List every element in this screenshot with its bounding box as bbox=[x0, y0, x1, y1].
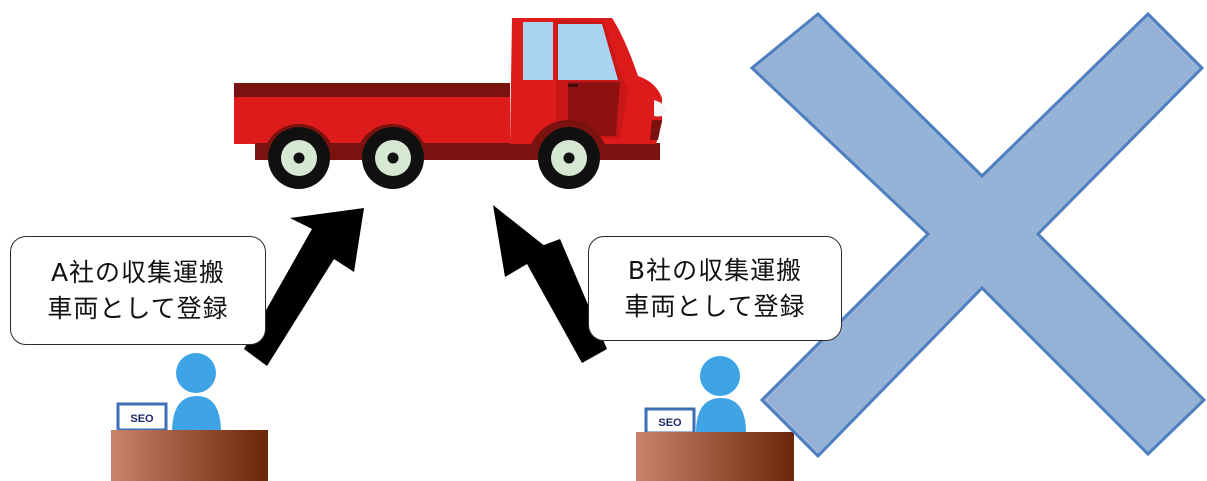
truck-headlight bbox=[654, 100, 667, 117]
truck-front-mask bbox=[650, 120, 662, 140]
label-box-company-a: A社の収集運搬 車両として登録 bbox=[10, 236, 266, 345]
person-a-head bbox=[176, 353, 216, 393]
truck-cargo-bed bbox=[234, 83, 510, 97]
cross-mark-icon bbox=[749, 11, 1207, 459]
monitor-a bbox=[116, 402, 168, 432]
truck-door-handle bbox=[568, 84, 578, 87]
monitor-b-label: SEO bbox=[658, 417, 682, 429]
person-b-head bbox=[700, 356, 740, 396]
company-a-staff-icon bbox=[111, 353, 268, 481]
label-a-line1: A社の収集運搬 bbox=[50, 257, 226, 287]
person-b-body bbox=[696, 398, 746, 433]
truck-window-front bbox=[558, 24, 618, 80]
desk-b bbox=[636, 432, 794, 481]
arrow-b-to-truck bbox=[493, 205, 607, 363]
monitor-a-label: SEO bbox=[130, 413, 154, 425]
truck-wheel-3 bbox=[538, 127, 600, 189]
truck-icon bbox=[234, 18, 667, 189]
company-b-staff-icon bbox=[636, 356, 794, 481]
label-b-line2: 車両として登録 bbox=[624, 291, 806, 321]
truck-wheel-2 bbox=[362, 127, 424, 189]
person-a-body bbox=[172, 396, 221, 433]
truck-window-back bbox=[523, 22, 553, 80]
desk-a bbox=[111, 430, 268, 481]
label-b-line1: B社の収集運搬 bbox=[627, 255, 803, 285]
truck-wheel-1 bbox=[268, 127, 330, 189]
label-a-line2: 車両として登録 bbox=[47, 293, 229, 323]
label-box-company-b: B社の収集運搬 車両として登録 bbox=[588, 236, 842, 341]
arrow-a-to-truck bbox=[244, 208, 364, 366]
